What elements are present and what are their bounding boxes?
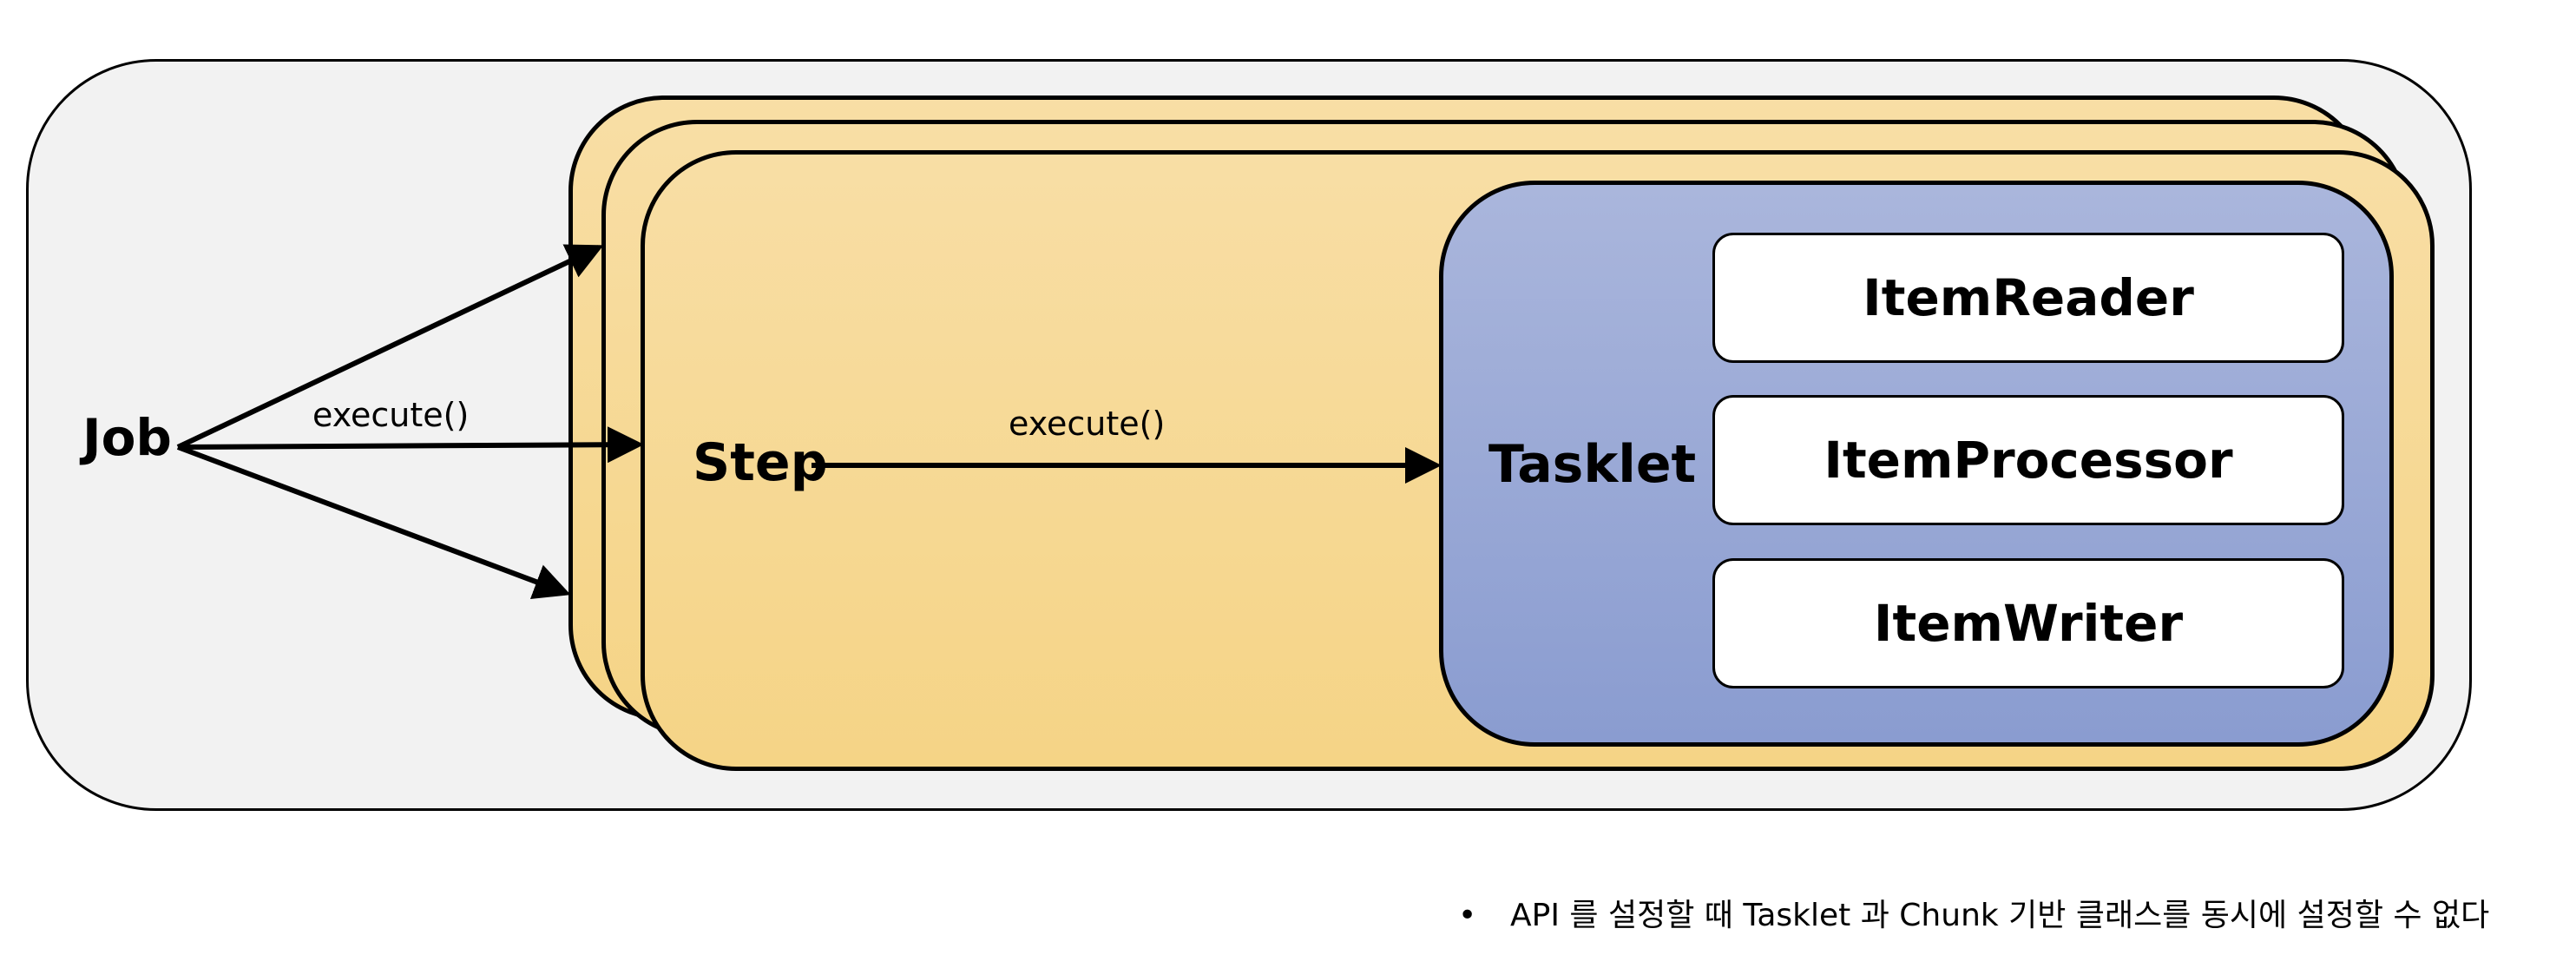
item-processor-box: ItemProcessor [1712,395,2344,525]
bullet-point: • [1458,898,1477,933]
item-reader-box: ItemReader [1712,233,2344,363]
item-reader-label: ItemReader [1863,268,2194,327]
constraint-note: • API 를 설정할 때 Tasklet 과 Chunk 기반 클래스를 동시에… [1458,890,2489,935]
constraint-note-text: API 를 설정할 때 Tasklet 과 Chunk 기반 클래스를 동시에 … [1510,898,2490,933]
item-processor-label: ItemProcessor [1824,431,2233,490]
job-execute-label: execute() [312,396,470,434]
tasklet-label: Tasklet [1488,434,1697,495]
job-to-step-arrow-top [176,244,604,450]
item-writer-box: ItemWriter [1712,558,2344,688]
job-label: Job [82,408,172,467]
job-to-step-arrow-bottom [176,445,571,599]
item-writer-label: ItemWriter [1873,594,2184,653]
step-execute-label: execute() [1009,405,1166,443]
step-label: Step [693,432,828,493]
job-to-step-arrow-middle [177,426,644,464]
